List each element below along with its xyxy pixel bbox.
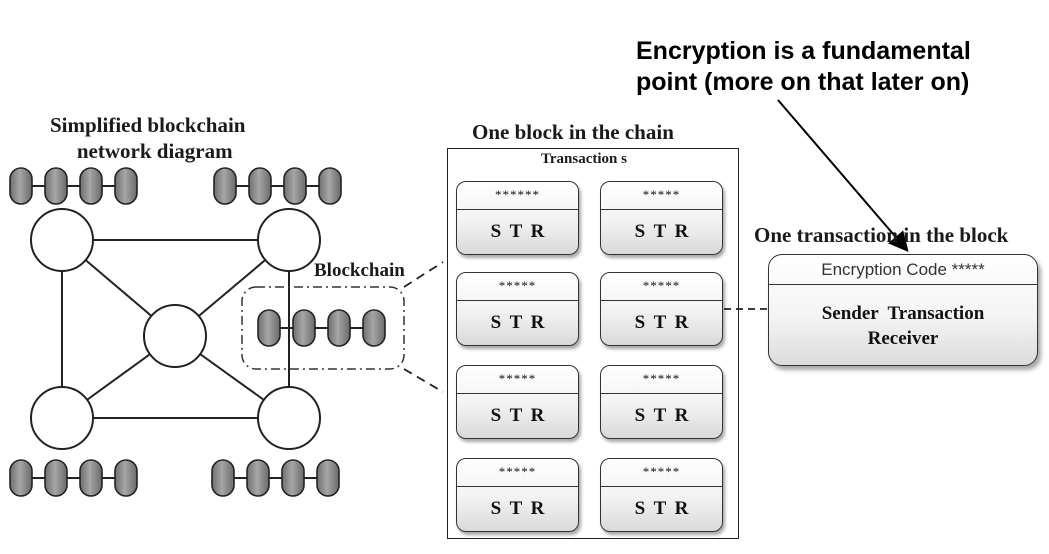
- transaction-card: ***** S T R: [456, 272, 579, 346]
- transaction-card: ***** S T R: [600, 272, 723, 346]
- network-nodes: [30, 208, 321, 450]
- node: [30, 386, 94, 450]
- transaction-code: *****: [457, 366, 578, 394]
- transaction-detail-line-1: Sender Transaction: [821, 303, 985, 324]
- chain-link: [257, 309, 281, 347]
- chain-link: [79, 167, 103, 205]
- transaction-card: ****** S T R: [456, 181, 579, 255]
- chain-link: [327, 309, 351, 347]
- zoom-connector-top: [403, 261, 444, 288]
- transaction-detail-body: Sender Transaction Receiver: [769, 285, 1037, 351]
- chain-link: [114, 459, 138, 497]
- chain-top-left: [9, 167, 138, 205]
- chain-link: [292, 309, 316, 347]
- transaction-card: ***** S T R: [600, 458, 723, 532]
- chain-link: [362, 309, 386, 347]
- node: [257, 386, 321, 450]
- callout-line-1: Encryption is a fundamental: [636, 37, 971, 65]
- transaction-code: *****: [601, 366, 722, 394]
- transaction-str: S T R: [634, 498, 689, 519]
- chain-link: [9, 459, 33, 497]
- transaction-str: S T R: [490, 312, 545, 333]
- callout-text: Encryption is a fundamental point (more …: [636, 36, 971, 98]
- transaction-card: ***** S T R: [600, 365, 723, 439]
- chain-middle: [257, 309, 386, 347]
- chain-bottom-left: [9, 459, 138, 497]
- transaction-str: S T R: [634, 221, 689, 242]
- chains: [9, 167, 386, 497]
- callout-line-2: point (more on that later on): [636, 68, 970, 96]
- chain-link: [316, 459, 340, 497]
- node: [30, 208, 94, 272]
- chain-link: [246, 459, 270, 497]
- transaction-str: S T R: [490, 405, 545, 426]
- chain-link: [44, 459, 68, 497]
- block-subtitle: Transaction s: [541, 151, 627, 167]
- transaction-card: ***** S T R: [600, 181, 723, 255]
- network-title-line-1: Simplified blockchain: [50, 113, 246, 137]
- node: [143, 304, 207, 368]
- transaction-card: ***** S T R: [456, 458, 579, 532]
- callout-arrow: [777, 99, 909, 253]
- transaction-detail-line-2: Receiver: [867, 328, 939, 349]
- chain-link: [79, 459, 103, 497]
- zoom-connector-bottom: [403, 368, 444, 393]
- transaction-code: *****: [457, 459, 578, 487]
- chain-link: [9, 167, 33, 205]
- chain-highlight-box: [241, 286, 405, 370]
- chain-bottom-right: [211, 459, 340, 497]
- transaction-title: One transaction in the block: [754, 223, 1009, 247]
- transaction-str: S T R: [490, 221, 545, 242]
- chain-link: [318, 167, 342, 205]
- transaction-code: *****: [601, 182, 722, 210]
- transaction-str: S T R: [490, 498, 545, 519]
- transaction-detail-card: Encryption Code ***** Sender Transaction…: [768, 254, 1038, 366]
- block-frame: [447, 148, 739, 539]
- node: [257, 208, 321, 272]
- transaction-code: *****: [601, 273, 722, 301]
- chain-link: [281, 459, 305, 497]
- chain-link: [44, 167, 68, 205]
- transaction-code: ******: [457, 182, 578, 210]
- chain-top-right: [213, 167, 342, 205]
- transaction-str: S T R: [634, 405, 689, 426]
- transaction-str: S T R: [634, 312, 689, 333]
- transaction-card: ***** S T R: [456, 365, 579, 439]
- transaction-detail-code: Encryption Code *****: [769, 255, 1037, 285]
- chain-link: [211, 459, 235, 497]
- chain-link: [213, 167, 237, 205]
- network-title-line-2: network diagram: [76, 139, 233, 163]
- block-title: One block in the chain: [472, 120, 674, 144]
- network-title: Simplified blockchain network diagram: [50, 112, 245, 164]
- transaction-code: *****: [457, 273, 578, 301]
- chain-link: [248, 167, 272, 205]
- chain-link: [283, 167, 307, 205]
- chain-link: [114, 167, 138, 205]
- transaction-code: *****: [601, 459, 722, 487]
- blockchain-label: Blockchain: [314, 260, 405, 281]
